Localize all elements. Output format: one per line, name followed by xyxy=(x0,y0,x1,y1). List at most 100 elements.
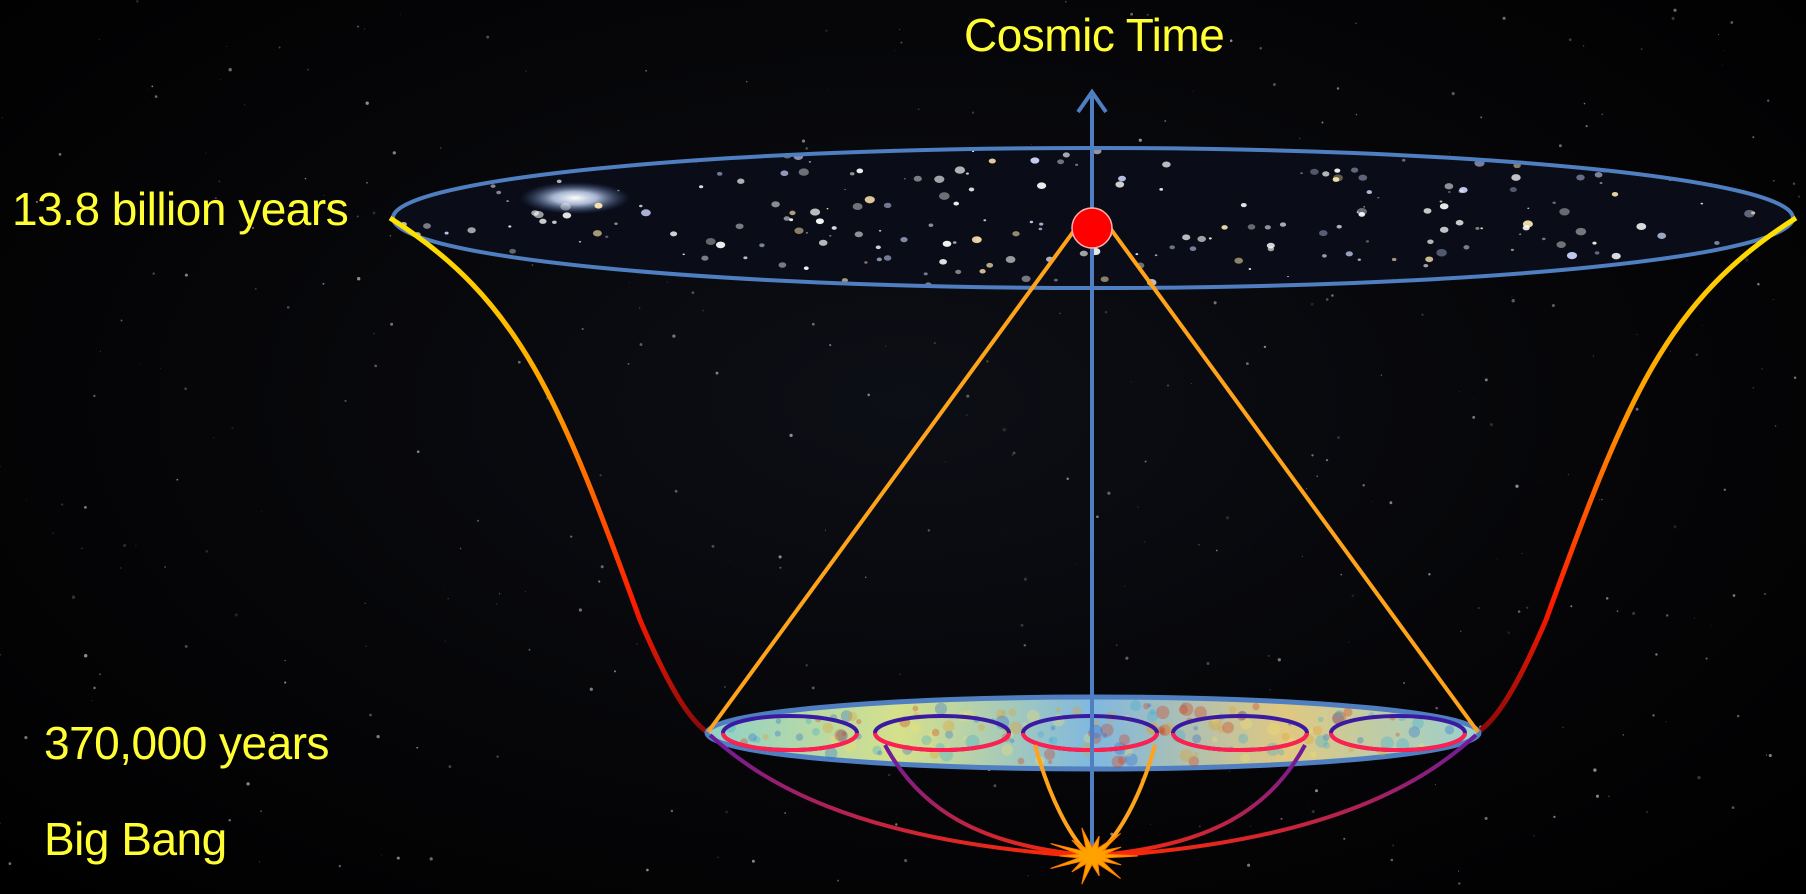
background-star xyxy=(1562,726,1564,728)
background-star xyxy=(1190,383,1192,385)
background-star xyxy=(1149,824,1151,825)
galaxy-dot xyxy=(1423,208,1432,214)
background-star xyxy=(1517,610,1521,613)
galaxy-dot xyxy=(605,235,609,238)
background-star xyxy=(1125,656,1129,660)
galaxy-dot xyxy=(864,261,868,264)
background-star xyxy=(1030,143,1032,145)
background-star xyxy=(344,399,347,403)
background-star xyxy=(805,664,808,667)
background-star xyxy=(784,812,787,814)
cmb-fluctuation xyxy=(995,709,1006,720)
background-star xyxy=(811,686,815,690)
galaxy-dot xyxy=(952,241,957,244)
background-star xyxy=(1599,499,1601,501)
cmb-fluctuation xyxy=(795,733,804,741)
background-star xyxy=(1570,605,1573,608)
galaxy-dot xyxy=(1501,282,1505,285)
galaxy-dot xyxy=(1650,276,1657,281)
cmb-fluctuation xyxy=(1323,742,1330,749)
background-star xyxy=(1449,152,1451,154)
galaxy-dot xyxy=(1411,282,1415,286)
background-star xyxy=(447,598,449,600)
background-star xyxy=(1697,775,1701,780)
background-star xyxy=(1421,313,1424,316)
galaxy-dot xyxy=(1322,254,1327,258)
background-star xyxy=(1228,770,1231,772)
background-star xyxy=(1138,138,1142,142)
background-star xyxy=(1059,312,1061,315)
background-star xyxy=(1718,34,1719,35)
cmb-fluctuation xyxy=(825,747,838,760)
label-big-bang: Big Bang xyxy=(44,813,227,865)
background-star xyxy=(1269,689,1271,691)
galaxy-dot xyxy=(829,234,832,237)
galaxy-dot xyxy=(986,262,994,268)
label-now: 13.8 billion years xyxy=(12,183,349,235)
galaxy-dot xyxy=(939,192,950,200)
background-star xyxy=(136,0,139,3)
background-star xyxy=(304,177,307,180)
background-star xyxy=(416,746,419,749)
background-star xyxy=(1702,325,1704,326)
background-star xyxy=(646,868,649,872)
galaxy-dot xyxy=(1264,225,1271,230)
cmb-fluctuation xyxy=(1179,749,1193,762)
cmb-fluctuation xyxy=(1111,755,1125,769)
background-star xyxy=(1096,515,1099,519)
galaxy-dot xyxy=(1511,174,1521,181)
galaxy-dot xyxy=(608,150,616,156)
background-star xyxy=(1521,553,1523,555)
background-star xyxy=(578,608,583,612)
background-star xyxy=(971,111,975,114)
cmb-fluctuation xyxy=(925,740,933,748)
galaxy-dot xyxy=(1319,230,1328,237)
background-star xyxy=(1673,8,1677,12)
cmb-fluctuation xyxy=(978,723,985,731)
background-star xyxy=(1316,475,1318,477)
galaxy-dot xyxy=(783,216,791,221)
galaxy-dot xyxy=(1365,240,1370,243)
galaxy-dot xyxy=(459,259,470,267)
background-star xyxy=(1551,303,1555,308)
galaxy-dot xyxy=(913,175,922,182)
background-star xyxy=(1695,353,1699,356)
cmb-fluctuation xyxy=(1100,723,1114,737)
galaxy-dot xyxy=(1594,251,1600,255)
background-star xyxy=(159,201,163,204)
background-star xyxy=(1582,45,1585,47)
background-star xyxy=(829,344,832,347)
galaxy-dot xyxy=(815,218,824,225)
background-star xyxy=(1225,516,1230,520)
background-star xyxy=(1765,754,1768,756)
galaxy-dot xyxy=(506,200,509,203)
background-star xyxy=(1331,294,1334,297)
galaxy-dot xyxy=(928,223,934,227)
background-star xyxy=(392,151,396,155)
galaxy-dot xyxy=(955,269,962,275)
galaxy-dot xyxy=(1509,187,1517,193)
background-star xyxy=(1389,501,1393,505)
background-star xyxy=(1130,381,1132,383)
galaxy-dot xyxy=(1480,227,1484,230)
galaxy-dot xyxy=(1675,148,1684,153)
galaxy-dot xyxy=(715,241,726,249)
background-star xyxy=(0,653,2,656)
background-star xyxy=(1592,355,1594,357)
cmb-fluctuation xyxy=(762,733,769,740)
galaxy-dot xyxy=(1518,233,1521,236)
galaxy-dot xyxy=(1594,172,1603,178)
galaxy-dot xyxy=(1057,159,1065,165)
galaxy-dot xyxy=(735,223,744,230)
background-star xyxy=(1321,121,1324,124)
galaxy-dot xyxy=(856,168,864,174)
cmb-fluctuation xyxy=(1217,726,1225,734)
cmb-fluctuation xyxy=(1395,732,1400,737)
cmb-fluctuation xyxy=(1178,705,1188,715)
galaxy-dot xyxy=(818,239,828,246)
background-star xyxy=(1496,558,1498,560)
cmb-fluctuation xyxy=(1017,757,1025,765)
background-star xyxy=(144,96,146,98)
background-star xyxy=(205,152,207,154)
background-star xyxy=(1767,99,1770,102)
